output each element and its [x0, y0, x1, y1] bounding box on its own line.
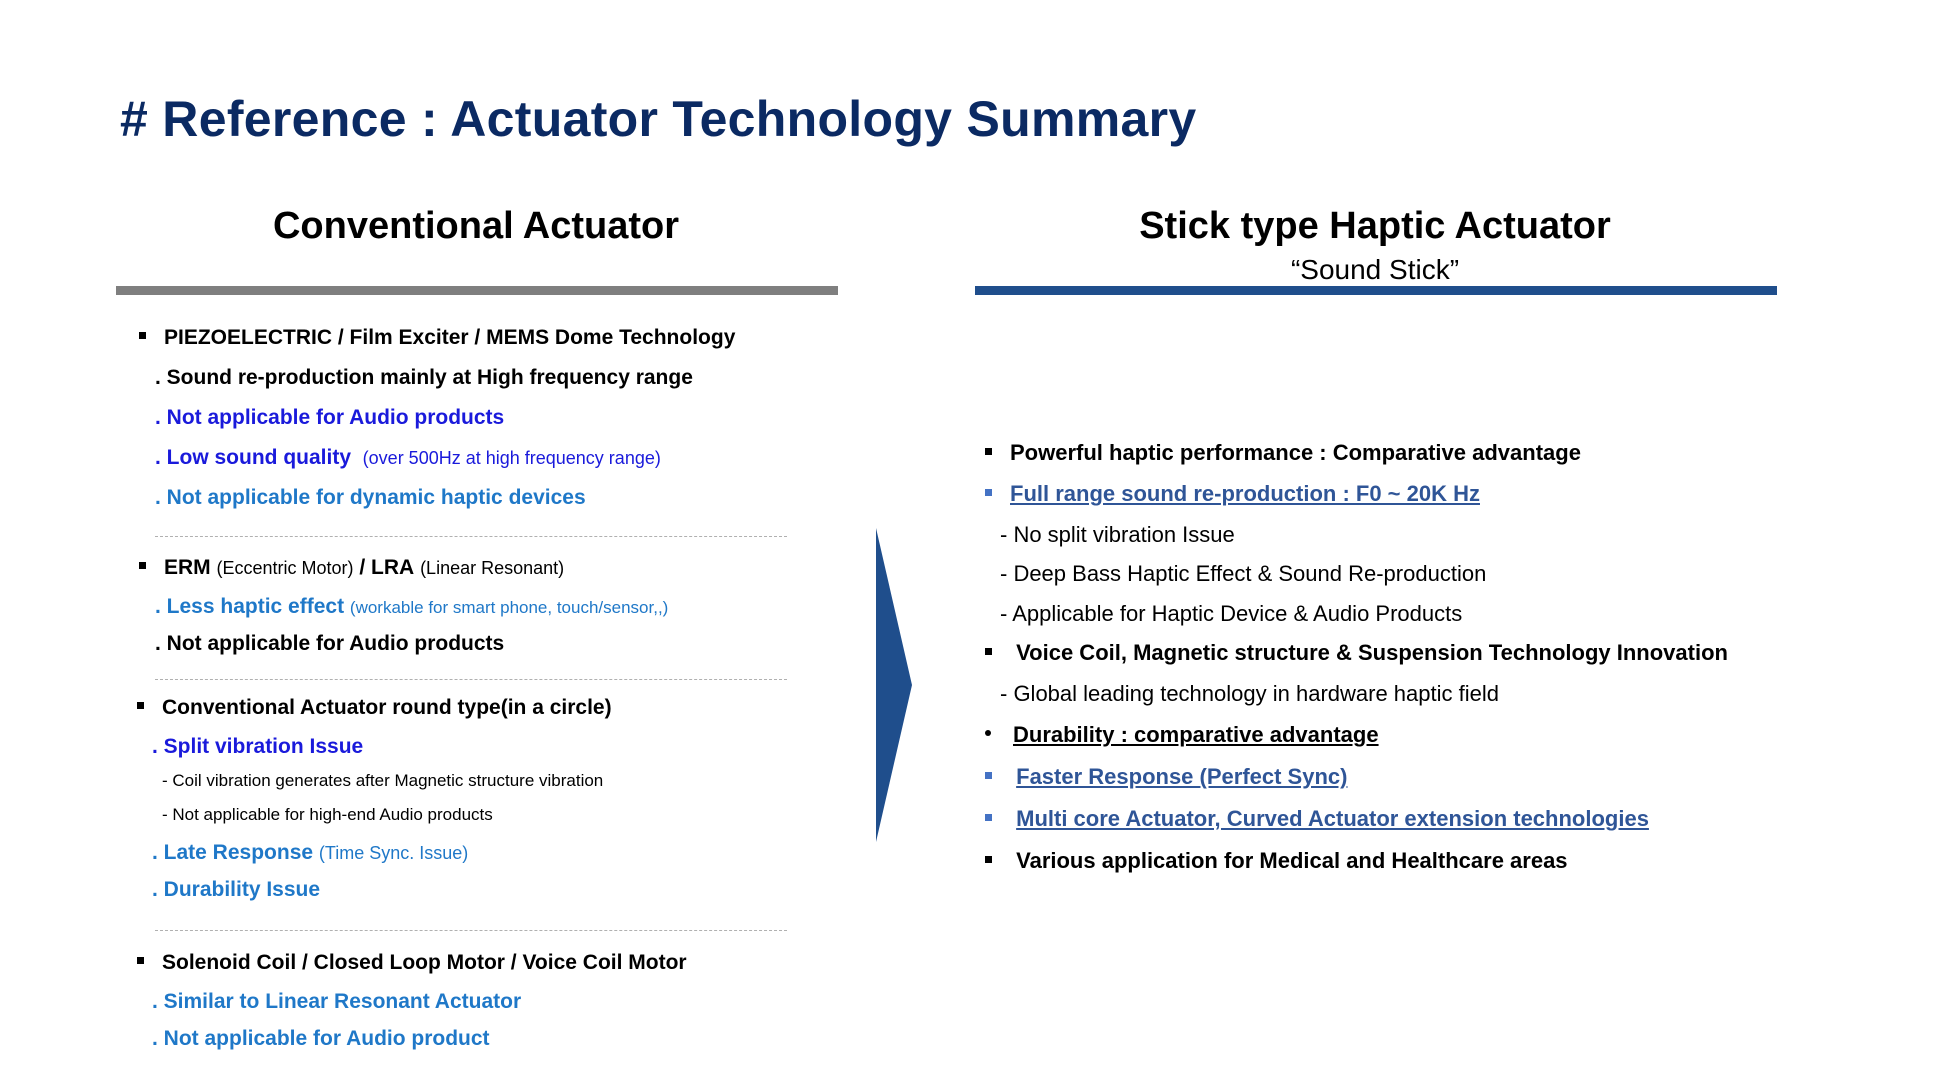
right-item-1: Powerful haptic performance : Comparativ…	[985, 440, 1581, 466]
group-1-header: PIEZOELECTRIC / Film Exciter / MEMS Dome…	[139, 326, 735, 350]
group-2-item-2: . Not applicable for Audio products	[155, 632, 505, 655]
right-item-9: Faster Response (Perfect Sync)	[985, 764, 1347, 790]
right-item-10: Multi core Actuator, Curved Actuator ext…	[985, 806, 1649, 832]
square-bullet-icon	[985, 488, 992, 496]
group-2-header-b: / LRA	[359, 556, 415, 579]
left-column-heading: Conventional Actuator	[272, 205, 680, 247]
group-4-item-1: . Similar to Linear Resonant Actuator	[152, 990, 522, 1013]
group-1-item-3-note: (over 500Hz at high frequency range)	[362, 448, 661, 468]
round-bullet-icon	[985, 730, 991, 737]
right-item-2: Full range sound re-production : F0 ~ 20…	[985, 481, 1480, 507]
left-heading-bar	[116, 286, 838, 295]
group-1-item-4: . Not applicable for dynamic haptic devi…	[155, 486, 586, 509]
square-bullet-icon	[985, 771, 992, 779]
group-1-item-2: . Not applicable for Audio products	[155, 406, 505, 429]
left-divider-2	[155, 679, 787, 680]
page-title: # Reference : Actuator Technology Summar…	[120, 91, 1197, 147]
right-item-2-text: Full range sound re-production : F0 ~ 20…	[1010, 481, 1480, 506]
group-2-item-1: . Less haptic effect (workable for smart…	[155, 595, 668, 619]
group-2-item-1-note: (workable for smart phone, touch/sensor,…	[349, 598, 669, 617]
square-bullet-icon	[985, 447, 992, 455]
group-1-item-3-text: . Low sound quality	[155, 446, 351, 469]
right-item-8-text: Durability : comparative advantage	[1013, 722, 1379, 747]
right-item-4: - Deep Bass Haptic Effect & Sound Re-pro…	[1000, 561, 1487, 586]
square-bullet-icon	[985, 813, 992, 821]
group-4-header: Solenoid Coil / Closed Loop Motor / Voic…	[137, 951, 687, 975]
right-item-11-text: Various application for Medical and Heal…	[1016, 848, 1568, 873]
right-column-subheading: “Sound Stick”	[1290, 254, 1460, 285]
right-column-heading: Stick type Haptic Actuator	[1139, 205, 1611, 247]
group-1-header-a: PIEZOELECTRIC	[164, 326, 333, 349]
right-item-1-text: Powerful haptic performance : Comparativ…	[1010, 440, 1581, 465]
right-item-11: Various application for Medical and Heal…	[985, 848, 1568, 874]
square-bullet-icon	[137, 956, 144, 964]
left-divider-3	[155, 930, 787, 931]
group-3-item-4-note: (Time Sync. Issue)	[318, 843, 469, 863]
group-3-item-1: . Split vibration Issue	[152, 735, 364, 758]
group-1-item-3: . Low sound quality (over 500Hz at high …	[155, 446, 661, 470]
right-item-5: - Applicable for Haptic Device & Audio P…	[1000, 601, 1463, 626]
right-item-6: Voice Coil, Magnetic structure & Suspens…	[985, 640, 1728, 666]
square-bullet-icon	[985, 855, 992, 863]
group-2-header-a: ERM	[164, 556, 211, 579]
group-3-item-5: . Durability Issue	[152, 878, 321, 901]
right-heading-bar	[975, 286, 1777, 295]
group-3-item-3: - Not applicable for high-end Audio prod…	[162, 805, 493, 824]
right-item-7: - Global leading technology in hardware …	[1000, 681, 1499, 706]
group-3-header: Conventional Actuator round type(in a ci…	[137, 696, 612, 720]
group-4-header-a: Solenoid Coil / Closed Loop Motor / Voic…	[162, 951, 687, 974]
right-item-8: Durability : comparative advantage	[985, 722, 1379, 748]
group-4-item-2: . Not applicable for Audio product	[152, 1027, 490, 1050]
group-3-item-2: - Coil vibration generates after Magneti…	[162, 771, 604, 790]
left-divider-1	[155, 536, 787, 537]
group-3-item-4-text: . Late Response	[152, 841, 314, 864]
right-item-6-text: Voice Coil, Magnetic structure & Suspens…	[1016, 640, 1728, 665]
right-item-3: - No split vibration Issue	[1000, 522, 1235, 547]
square-bullet-icon	[139, 331, 146, 339]
group-2-item-1-text: . Less haptic effect	[155, 595, 345, 618]
group-2-header-b-note: (Linear Resonant)	[420, 558, 565, 578]
group-1-item-1: . Sound re-production mainly at High fre…	[155, 366, 693, 389]
group-1-header-b: / Film Exciter / MEMS Dome Technology	[337, 326, 736, 349]
group-3-item-4: . Late Response (Time Sync. Issue)	[152, 841, 468, 865]
square-bullet-icon	[139, 561, 146, 569]
chevron-right-arrow-icon	[876, 528, 912, 842]
square-bullet-icon	[137, 701, 144, 709]
group-2-header-a-note: (Eccentric Motor)	[216, 558, 354, 578]
square-bullet-icon	[985, 647, 992, 655]
group-2-header: ERM (Eccentric Motor) / LRA (Linear Reso…	[139, 556, 564, 580]
right-item-9-text: Faster Response (Perfect Sync)	[1016, 764, 1348, 789]
group-3-header-a: Conventional Actuator round type(in a ci…	[162, 696, 612, 719]
right-item-10-text: Multi core Actuator, Curved Actuator ext…	[1016, 806, 1649, 831]
